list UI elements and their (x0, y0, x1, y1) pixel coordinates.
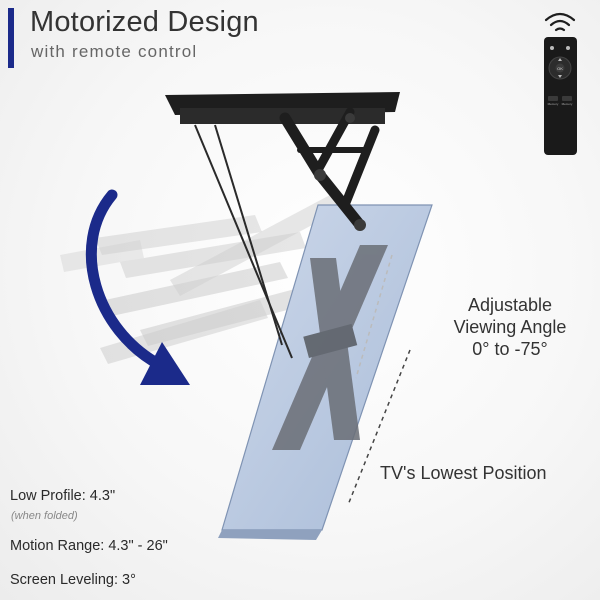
remote-ok-label: OK (557, 66, 563, 71)
angle-line-2: Viewing Angle (453, 317, 567, 337)
spec-low-profile: Low Profile: 4.3" (10, 488, 116, 504)
remote-right-label: Memory (562, 102, 573, 106)
support-cables (194, 124, 293, 359)
lowest-position-callout: TV's Lowest Position (380, 463, 547, 483)
spec-screen-leveling: Screen Leveling: 3° (10, 572, 136, 588)
page-title: Motorized Design (30, 6, 259, 38)
position-guide-lines (347, 254, 411, 506)
page-subtitle: with remote control (31, 42, 198, 61)
motor-arms (279, 107, 380, 231)
remote-left-label: Memory (548, 102, 559, 106)
viewing-angle-callout: Adjustable Viewing Angle 0° to -75° (420, 294, 600, 360)
vesa-bracket (272, 245, 388, 450)
angle-line-3: 0° to -75° (472, 339, 548, 359)
remote-control: OK Memory Memory (530, 6, 590, 158)
spec-motion-range: Motion Range: 4.3" - 26" (10, 538, 168, 554)
title-accent-bar (8, 8, 14, 68)
ceiling-mount-base (165, 92, 400, 124)
arm-pivot-joints (314, 113, 366, 231)
wifi-signal-icon (544, 12, 576, 32)
rotation-arrow-icon (85, 189, 190, 385)
spec-low-profile-note: (when folded) (11, 510, 78, 522)
angle-line-1: Adjustable (467, 295, 553, 315)
